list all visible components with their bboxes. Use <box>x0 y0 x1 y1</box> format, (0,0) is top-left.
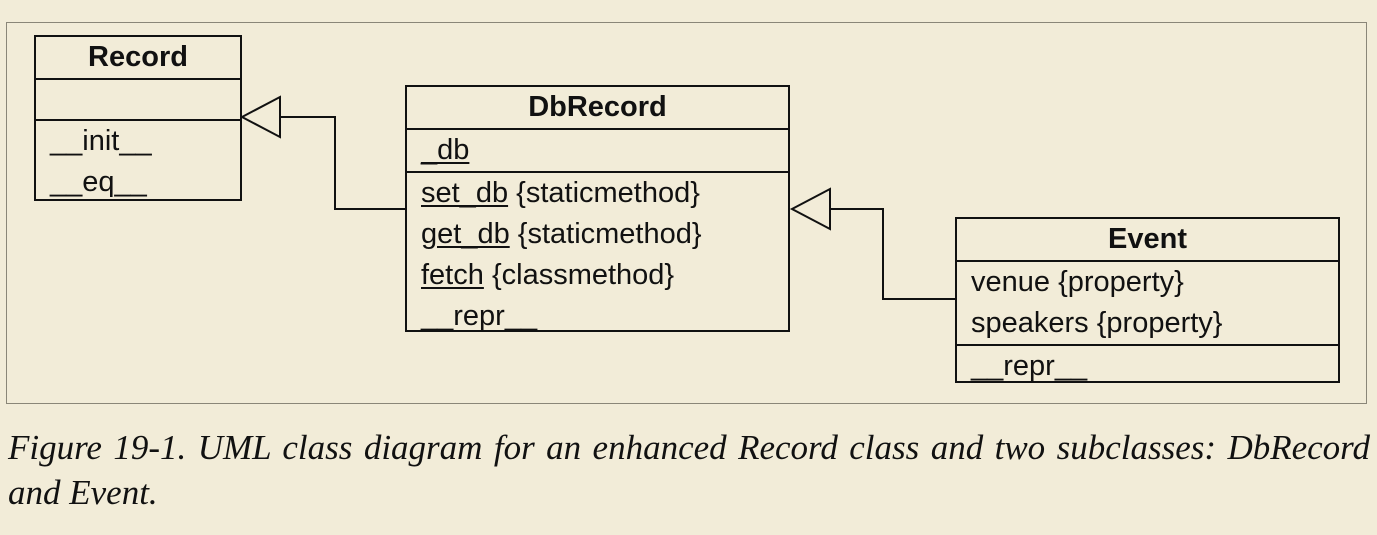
dbrecord-method-fetch: fetch {classmethod} <box>421 259 675 291</box>
class-event-methods: __repr__ <box>957 346 1338 387</box>
dbrecord-method-set-db: set_db {staticmethod} <box>421 177 700 209</box>
arrowhead-record <box>239 95 281 139</box>
class-event-attributes: venue {property} speakers {property} <box>957 262 1338 346</box>
class-event-name: Event <box>957 219 1338 262</box>
class-record-name: Record <box>36 37 240 80</box>
class-dbrecord-attributes: _db <box>407 130 788 173</box>
dbrecord-method-repr: __repr__ <box>421 300 538 332</box>
event-method-repr: __repr__ <box>971 350 1088 382</box>
figure-caption: Figure 19-1. UML class diagram for an en… <box>8 428 1370 512</box>
class-record-methods: __init__ __eq__ <box>36 121 240 203</box>
event-attr-speakers: speakers {property} <box>971 307 1223 339</box>
edge-event-to-dbrecord <box>830 208 956 300</box>
class-dbrecord-name: DbRecord <box>407 87 788 130</box>
dbrecord-method-get-db: get_db {staticmethod} <box>421 218 702 250</box>
dbrecord-attr-db: _db <box>421 134 470 166</box>
arrowhead-dbrecord <box>789 187 831 231</box>
class-dbrecord: DbRecord _db set_db {staticmethod} get_d… <box>405 85 790 332</box>
class-event: Event venue {property} speakers {propert… <box>955 217 1340 383</box>
class-record-attributes <box>36 80 240 121</box>
edge-dbrecord-to-record <box>280 116 405 210</box>
event-attr-venue: venue {property} <box>971 266 1184 298</box>
record-method-eq: __eq__ <box>50 166 147 198</box>
class-record: Record __init__ __eq__ <box>34 35 242 201</box>
class-dbrecord-methods: set_db {staticmethod} get_db {staticmeth… <box>407 173 788 337</box>
record-method-init: __init__ <box>50 125 152 157</box>
diagram-frame <box>6 22 1367 404</box>
